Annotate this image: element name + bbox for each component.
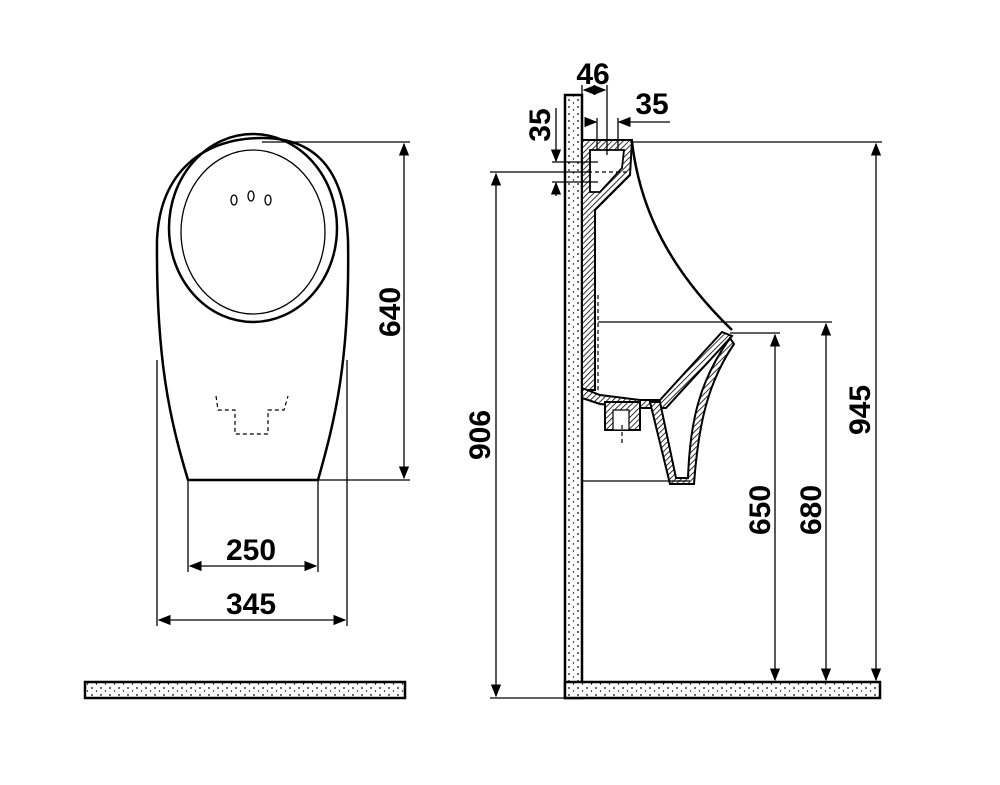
dim-label-906: 906 <box>464 410 497 460</box>
side-view-urinal <box>581 139 736 485</box>
flush-hole <box>264 194 272 206</box>
floor-right <box>563 680 882 700</box>
floor-left <box>83 680 407 700</box>
dimension-345: 345 <box>156 360 348 626</box>
dimension-680: 680 <box>598 321 832 682</box>
front-curve <box>630 141 733 331</box>
dimension-650: 650 <box>730 332 781 682</box>
outlet-bore <box>612 409 630 431</box>
dimension-250: 250 <box>187 480 319 572</box>
hidden-outlet <box>215 395 289 435</box>
dimension-35-width: 35 <box>584 88 670 150</box>
bowl-inner <box>180 149 326 315</box>
dimension-945: 945 <box>630 141 882 682</box>
dim-label-35-width: 35 <box>635 88 668 121</box>
dimension-35-height: 35 <box>524 108 598 196</box>
dim-label-640: 640 <box>374 287 407 337</box>
dimension-906: 906 <box>464 171 590 699</box>
dim-label-35-height: 35 <box>524 108 557 141</box>
wall <box>563 93 584 700</box>
dim-label-650: 650 <box>744 485 777 535</box>
trap <box>648 336 736 485</box>
dim-label-250: 250 <box>226 534 276 567</box>
flush-hole <box>230 194 238 206</box>
front-outline <box>155 136 350 482</box>
dim-label-680: 680 <box>795 485 828 535</box>
bowl-wall <box>581 330 734 409</box>
bowl-rim <box>167 132 339 324</box>
flush-hole <box>247 190 255 202</box>
dim-label-345: 345 <box>226 588 276 621</box>
dimension-46: 46 <box>576 58 610 155</box>
dim-label-945: 945 <box>844 385 877 435</box>
dimension-640: 640 <box>262 141 410 481</box>
dim-label-46: 46 <box>576 58 609 91</box>
front-view <box>155 132 350 482</box>
